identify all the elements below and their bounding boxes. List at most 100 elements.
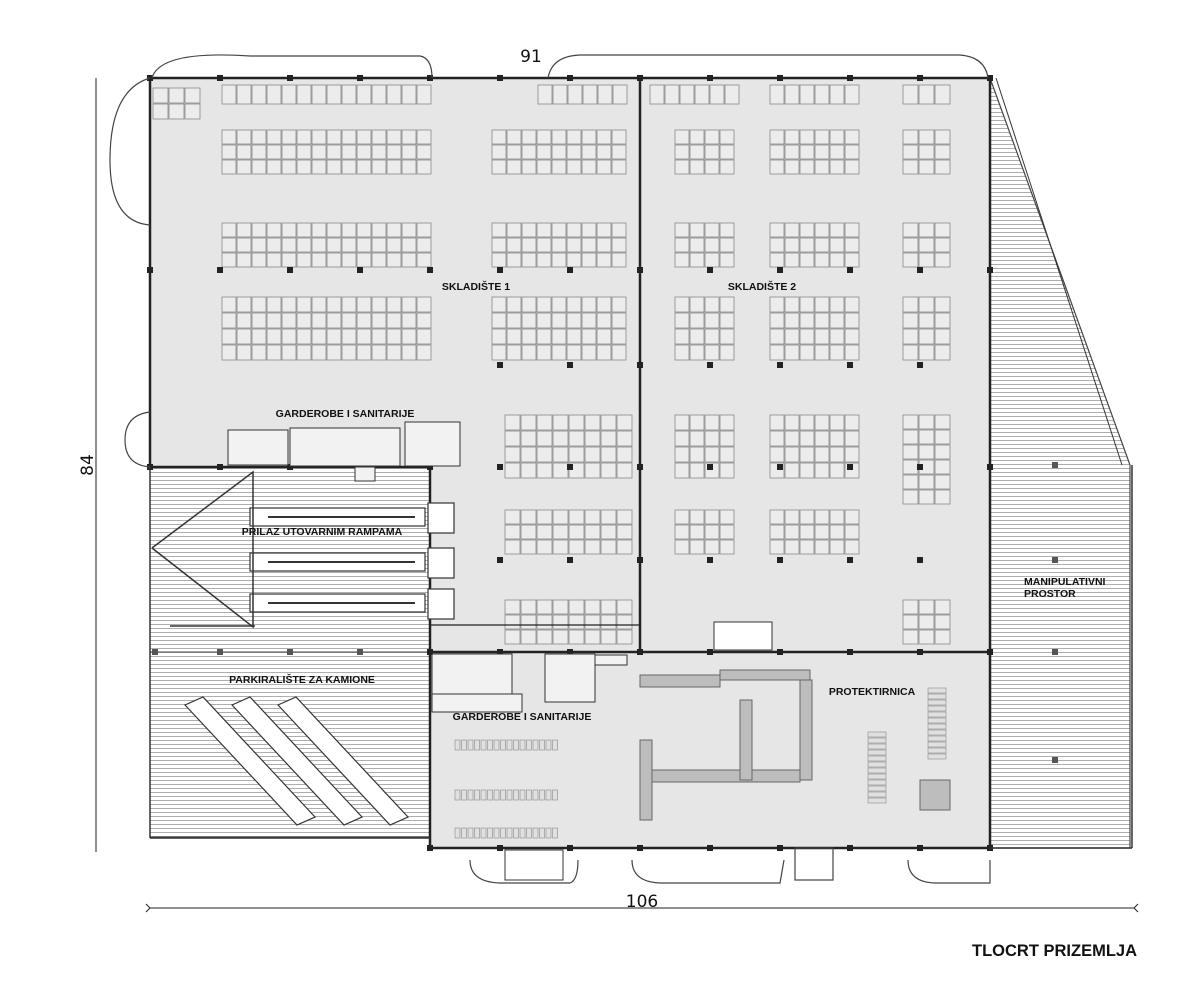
rack-cell xyxy=(568,430,585,447)
rack-cell xyxy=(371,344,387,361)
shelf-cell xyxy=(927,699,947,706)
rack-cell xyxy=(704,509,720,525)
rack-cell xyxy=(799,446,815,463)
column xyxy=(497,267,503,273)
rack-cell xyxy=(356,328,372,345)
rack-cell xyxy=(386,237,402,253)
rack-cell xyxy=(674,414,690,431)
rack-cell xyxy=(520,599,537,615)
rack-cell xyxy=(566,222,582,238)
rack-cell xyxy=(934,429,951,445)
rack-cell xyxy=(566,129,582,145)
rack-cell xyxy=(829,129,845,145)
rack-cell xyxy=(829,509,845,525)
rack-cell xyxy=(596,296,612,313)
rack-cell xyxy=(784,159,800,175)
rack-cell xyxy=(784,312,800,329)
rack-cell xyxy=(799,328,815,345)
column xyxy=(777,362,783,368)
rack-cell xyxy=(918,414,935,430)
rack-cell xyxy=(326,312,342,329)
rack-cell xyxy=(799,296,815,313)
rack-cell xyxy=(769,344,785,361)
rack-cell xyxy=(600,629,617,645)
rack-cell xyxy=(311,222,327,238)
rack-cell xyxy=(600,539,617,555)
rack-cell xyxy=(504,614,521,630)
rack-cell xyxy=(844,296,860,313)
shelf-cell xyxy=(519,789,526,801)
rack-cell xyxy=(504,524,521,540)
rack-cell xyxy=(221,312,237,329)
rack-cell xyxy=(584,539,601,555)
rack-cell xyxy=(296,328,312,345)
shelf-cell xyxy=(552,827,558,839)
rack-cell xyxy=(674,296,690,313)
rack-cell xyxy=(521,144,537,160)
rack-cell xyxy=(769,144,785,160)
rack-cell xyxy=(829,144,845,160)
shop-shelving xyxy=(454,687,947,839)
rack-cell xyxy=(784,296,800,313)
rack-cell xyxy=(221,222,237,238)
rack-cell xyxy=(520,462,537,479)
rack-cell xyxy=(491,344,507,361)
rack-cell xyxy=(769,159,785,175)
shelf-cell xyxy=(552,789,558,801)
rack-cell xyxy=(552,614,569,630)
shelf-cell xyxy=(513,789,519,801)
rack-cell xyxy=(902,222,919,238)
rack-cell xyxy=(326,252,342,268)
rack-cell xyxy=(829,344,845,361)
rack-cell xyxy=(918,84,935,105)
rack-cell xyxy=(401,296,417,313)
shelf-cell xyxy=(552,739,558,751)
rack-cell xyxy=(799,414,815,431)
rack-cell xyxy=(520,509,537,525)
rack-cell xyxy=(520,614,537,630)
rack-cell xyxy=(799,344,815,361)
rack-cell xyxy=(616,414,633,431)
rack-cell xyxy=(844,159,860,175)
rack-cell xyxy=(829,539,845,555)
rack-cell xyxy=(584,446,601,463)
rack-cell xyxy=(612,84,628,105)
rack-cell xyxy=(356,84,372,105)
rack-cell xyxy=(251,344,267,361)
rack-cell xyxy=(281,84,297,105)
shelf-cell xyxy=(500,739,506,751)
rack-cell xyxy=(769,328,785,345)
rack-cell xyxy=(934,222,951,238)
rack-cell xyxy=(296,296,312,313)
rack-cell xyxy=(719,414,735,431)
rack-cell xyxy=(251,252,267,268)
rack-cell xyxy=(236,237,252,253)
rack-cell xyxy=(616,614,633,630)
rack-cell xyxy=(844,84,860,105)
dimension-lines xyxy=(95,78,1139,913)
parking-bay xyxy=(230,696,364,826)
rack-cell xyxy=(326,237,342,253)
rack-cell xyxy=(902,159,919,175)
rack-cell xyxy=(236,296,252,313)
rack-cell xyxy=(844,252,860,268)
rack-cell xyxy=(236,222,252,238)
rack-cell xyxy=(934,144,951,160)
label-skladiste-1: SKLADIŠTE 1 xyxy=(442,280,510,293)
rack-cell xyxy=(251,84,267,105)
rack-cell xyxy=(416,129,432,145)
rack-cell xyxy=(799,462,815,479)
rack-cell xyxy=(584,462,601,479)
rack-cell xyxy=(568,509,585,525)
column xyxy=(707,557,713,563)
shelf-cell xyxy=(867,731,887,738)
rack-cell xyxy=(236,312,252,329)
rack-cell xyxy=(674,328,690,345)
rack-cell xyxy=(416,296,432,313)
rack-cell xyxy=(616,629,633,645)
rack-cell xyxy=(221,344,237,361)
rack-cell xyxy=(356,144,372,160)
column xyxy=(777,557,783,563)
column xyxy=(1052,462,1058,468)
